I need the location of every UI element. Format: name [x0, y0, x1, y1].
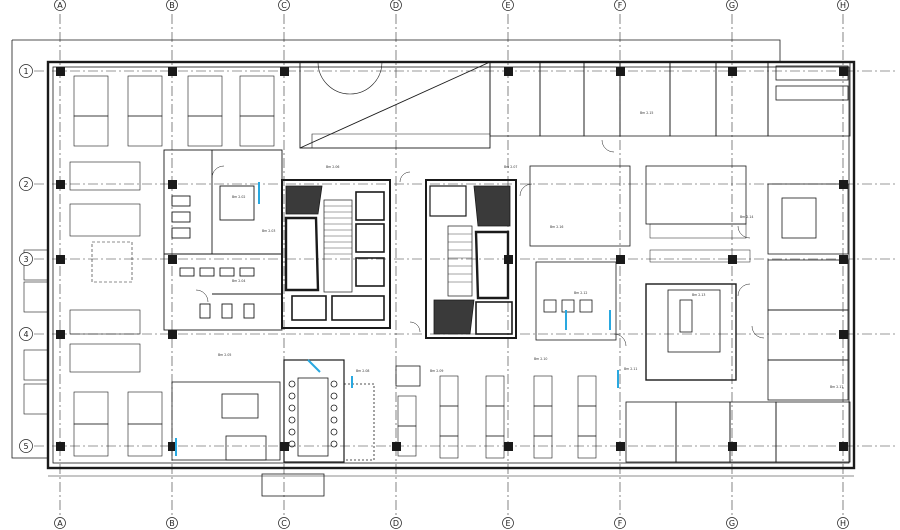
meeting-areas	[171, 359, 421, 463]
grid-label-c: C	[281, 519, 287, 528]
column-labels-top: A B C D E F G H	[57, 1, 846, 10]
cellular-offices-right	[489, 61, 851, 463]
grid-label-h: H	[840, 519, 846, 528]
grid-label-4: 4	[23, 330, 28, 339]
room-tag: Bm 2.02	[232, 195, 245, 199]
grid-label-f: F	[618, 519, 623, 528]
room-tag: Bm 2.17	[830, 385, 843, 389]
grid-label-1: 1	[23, 67, 28, 76]
grid-label-5: 5	[23, 442, 28, 451]
highlighted-elements	[175, 182, 619, 456]
row-bubbles	[19, 64, 33, 453]
column-labels-bottom: A B C D E F G H	[57, 519, 846, 528]
stair-core-right	[425, 179, 517, 339]
room-tag: Bm 2.10	[534, 357, 547, 361]
room-tag: Bm 2.09	[430, 369, 443, 373]
room-tag: Bm 2.05	[218, 353, 231, 357]
room-tag: Bm 2.15	[640, 111, 653, 115]
grid-label-e: E	[505, 519, 510, 528]
room-tag: Bm 2.12	[574, 291, 587, 295]
grid-label-d: D	[393, 1, 399, 10]
room-tag: Bm 2.11	[624, 367, 637, 371]
room-tag: Bm 2.03	[262, 229, 275, 233]
desk-clusters-left	[69, 75, 275, 457]
row-grid-lines	[34, 70, 896, 447]
structural-columns	[56, 67, 848, 451]
room-tags: Bm 2.02 Bm 2.03 Bm 2.04 Bm 2.05 Bm 2.06 …	[218, 111, 843, 389]
room-tag: Bm 2.04	[232, 279, 245, 283]
building-shell	[11, 39, 856, 497]
service-rooms-left	[163, 149, 283, 331]
grid-label-g: G	[729, 1, 735, 10]
grid-label-c: C	[281, 1, 287, 10]
grid-label-2: 2	[23, 180, 28, 189]
grid-label-f: F	[618, 1, 623, 10]
door-swings	[195, 139, 765, 347]
grid-label-a: A	[57, 519, 63, 528]
grid-label-a: A	[57, 1, 63, 10]
room-tag: Bm 2.07	[504, 165, 517, 169]
row-labels: 1 2 3 4 5	[23, 67, 28, 451]
desk-clusters-center	[397, 375, 597, 459]
room-tag: Bm 2.13	[692, 293, 705, 297]
grid-label-h: H	[840, 1, 846, 10]
grid-label-e: E	[505, 1, 510, 10]
room-tag: Bm 2.06	[326, 165, 339, 169]
stair-core-left	[281, 179, 391, 329]
column-bubbles-bottom	[54, 517, 849, 529]
atrium-void	[299, 61, 491, 149]
room-tag: Bm 2.16	[550, 225, 563, 229]
grid-label-g: G	[729, 519, 735, 528]
room-tag: Bm 2.08	[356, 369, 369, 373]
grid-label-3: 3	[23, 255, 28, 264]
grid-label-b: B	[169, 519, 175, 528]
room-tag: Bm 2.14	[740, 215, 753, 219]
grid-label-d: D	[393, 519, 399, 528]
grid-label-b: B	[169, 1, 175, 10]
column-bubbles-top	[54, 0, 849, 11]
